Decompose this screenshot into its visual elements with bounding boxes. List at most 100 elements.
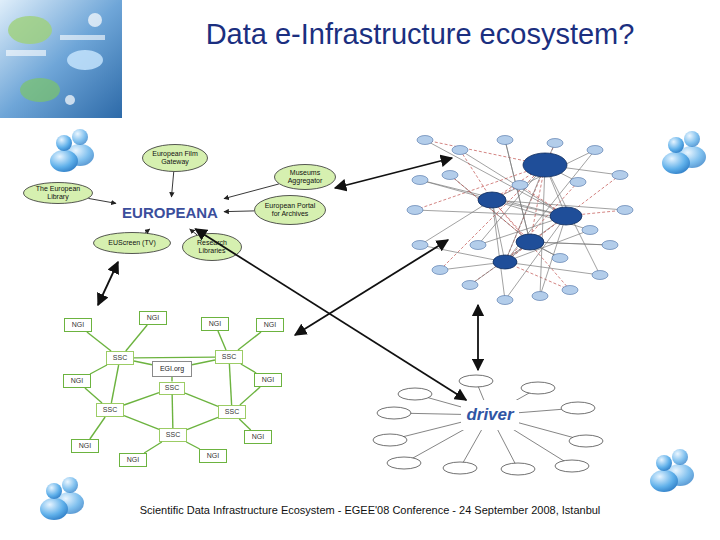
- person-body: [40, 498, 68, 520]
- network-link: [492, 200, 505, 262]
- repository-ellipse: [561, 402, 595, 414]
- network-hub: [523, 153, 567, 177]
- repository-ellipse: [459, 375, 493, 387]
- grid-link: [229, 364, 231, 405]
- grid-link: [238, 332, 261, 350]
- network-link: [540, 165, 545, 296]
- person-body: [50, 150, 78, 172]
- grid-link: [90, 417, 105, 439]
- person-head: [62, 477, 78, 493]
- network-node: [497, 296, 513, 305]
- ellipse-shape: [255, 196, 326, 225]
- grid-link: [144, 442, 162, 453]
- node-label: NGI: [262, 376, 274, 384]
- network-node: [602, 241, 618, 250]
- node-label: SSC: [225, 408, 239, 416]
- banner-bubble: [65, 95, 75, 105]
- user-group-icon: [650, 449, 694, 492]
- network-node: [512, 181, 528, 190]
- network-link: [505, 230, 590, 262]
- ssc-box: SSC: [218, 405, 246, 419]
- node-label: NGI: [127, 456, 139, 464]
- network-node: [412, 241, 428, 250]
- repository-ellipse: [555, 460, 589, 472]
- banner-image: [0, 0, 122, 118]
- grid-link: [240, 387, 260, 405]
- network-node: [470, 241, 486, 250]
- network-link: [415, 165, 545, 210]
- banner-stripe: [60, 35, 105, 40]
- banner-blob: [20, 78, 60, 102]
- grid-link: [87, 332, 111, 351]
- grid-link: [90, 365, 107, 374]
- network-node: [562, 286, 578, 295]
- ssc-box: SSC: [106, 351, 134, 365]
- egi-box: EGI.org: [152, 361, 192, 377]
- grid-link: [126, 325, 147, 351]
- aggregator-ellipse: Research Libraries: [182, 233, 242, 261]
- node-label: NGI: [264, 321, 276, 329]
- node-label: Research Libraries: [187, 239, 236, 254]
- repository-ellipse: [443, 462, 477, 474]
- grid-link: [218, 331, 226, 350]
- network-node: [532, 292, 548, 301]
- decor-layer: [40, 129, 706, 520]
- grid-link: [171, 377, 172, 382]
- person-body: [650, 470, 678, 492]
- ngi-box: NGI: [201, 317, 229, 331]
- grid-link: [186, 442, 199, 449]
- aggregator-ellipse: The European Library: [23, 182, 93, 204]
- network-node: [452, 146, 468, 155]
- slide-title: Data e-Infrastructure ecosystem?: [130, 18, 710, 51]
- repository-ellipse: [521, 382, 555, 394]
- node-label: EGI.org: [160, 365, 184, 373]
- node-label: SSC: [103, 406, 117, 414]
- ngi-box: NGI: [139, 311, 167, 325]
- feed-arrow: [224, 210, 254, 212]
- network-link: [492, 150, 595, 200]
- cluster-arrow: [335, 158, 452, 188]
- network-node: [612, 171, 628, 180]
- user-group-icon: [662, 131, 706, 174]
- banner-blob: [8, 16, 52, 44]
- network-link: [478, 165, 545, 245]
- network-hub: [493, 255, 517, 269]
- feed-arrow: [171, 172, 173, 197]
- node-label: European Film Gateway: [148, 150, 202, 165]
- node-label: NGI: [252, 433, 264, 441]
- ssc-box: SSC: [159, 428, 187, 442]
- network-hub: [478, 192, 506, 208]
- node-label: European Portal for Archives: [260, 202, 319, 217]
- feed-arrow: [145, 229, 150, 233]
- ngi-box: NGI: [254, 373, 282, 387]
- node-label: NGI: [207, 452, 219, 460]
- network-node: [582, 226, 598, 235]
- repository-ellipse: [501, 463, 535, 475]
- repository-ellipse: [377, 407, 411, 419]
- grid-link: [171, 395, 173, 429]
- ngi-box: NGI: [64, 318, 92, 332]
- network-node: [412, 176, 428, 185]
- aggregator-ellipse: Museums Aggregator: [274, 164, 336, 190]
- network-link: [545, 165, 600, 275]
- network-node: [617, 206, 633, 215]
- network-hub: [550, 207, 582, 225]
- network-node: [417, 136, 433, 145]
- ngi-box: NGI: [256, 318, 284, 332]
- ngi-box: NGI: [71, 439, 99, 453]
- person-head: [72, 129, 88, 145]
- person-head: [684, 131, 700, 147]
- ssc-box: SSC: [96, 403, 124, 417]
- node-label: NGI: [72, 321, 84, 329]
- cluster-arrow: [195, 229, 466, 400]
- slide-caption: Scientific Data Infrastructure Ecosystem…: [60, 504, 680, 516]
- ngi-box: NGI: [199, 449, 227, 463]
- repository-ellipse: [398, 388, 432, 400]
- europeana-logo: EUROPEANA: [116, 197, 224, 229]
- banner-blob: [67, 50, 103, 70]
- cluster-arrow: [295, 240, 448, 335]
- banner-bubble: [88, 13, 102, 27]
